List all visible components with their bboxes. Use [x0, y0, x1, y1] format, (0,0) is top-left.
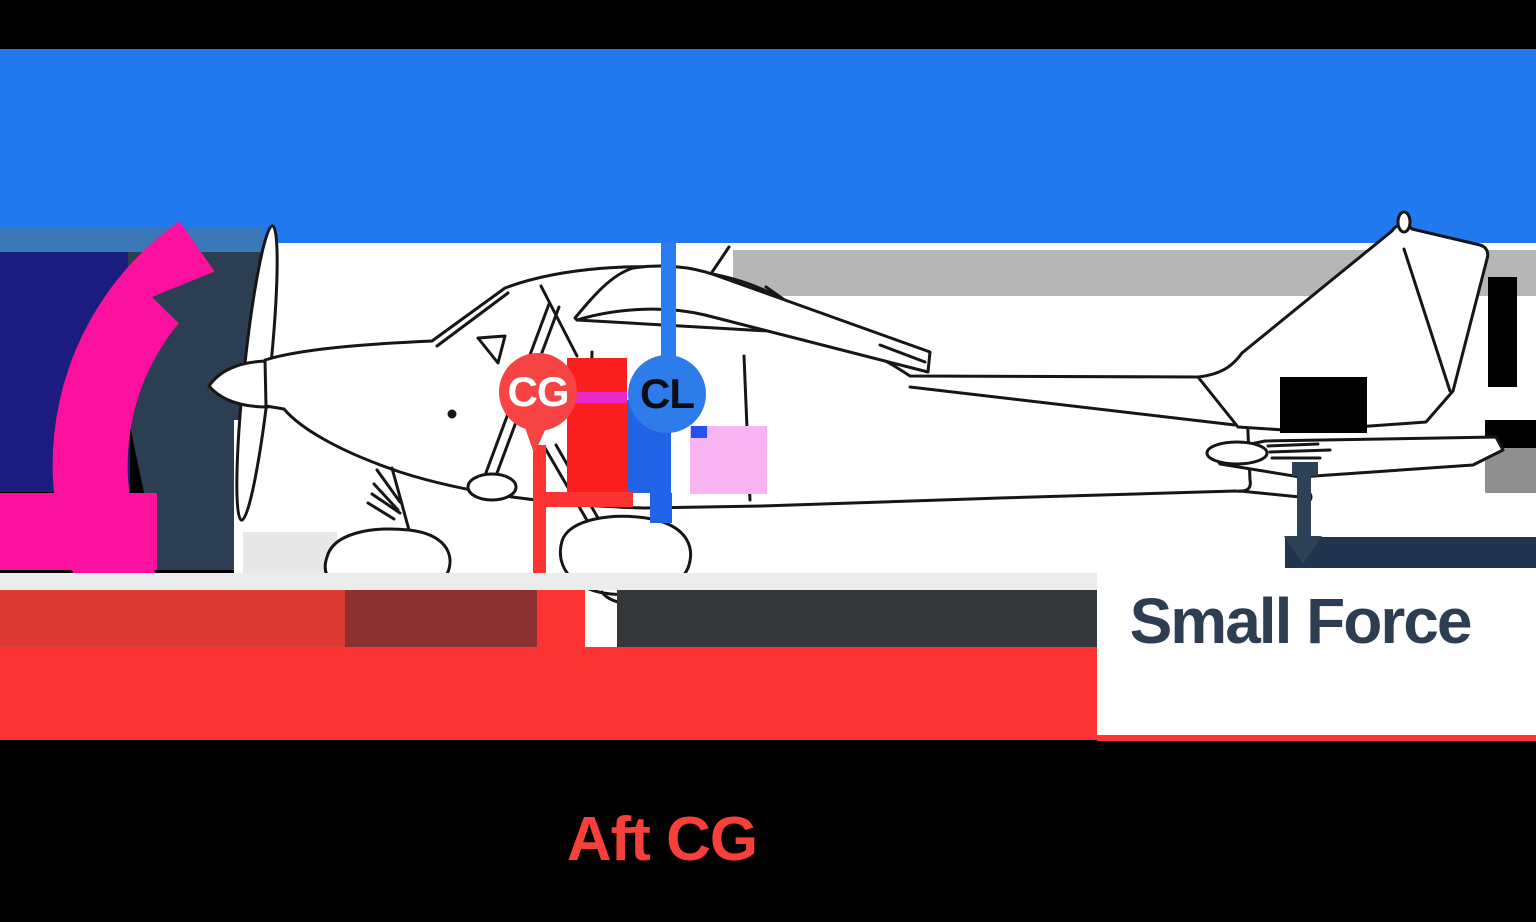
pitch-arrow-head-icon — [152, 266, 228, 350]
lift-band-left-strip — [0, 227, 263, 252]
strut-fairing — [466, 472, 518, 502]
beacon — [1396, 210, 1412, 234]
cg-shift-block — [567, 358, 627, 493]
horizontal-stabilizer — [1211, 435, 1505, 479]
backdrop-gap-3 — [1280, 377, 1367, 433]
door-pillar — [539, 284, 579, 358]
lift-line — [661, 243, 676, 365]
slate-block — [157, 493, 234, 570]
cl-lower-block-narrow — [650, 493, 672, 523]
tailcone-crease — [908, 385, 1237, 427]
windshield — [435, 291, 510, 348]
weight-line — [533, 445, 546, 595]
small-force-caption: Small Force — [1129, 585, 1473, 657]
cowl-fastener — [447, 409, 457, 419]
aileron-line — [878, 343, 927, 364]
pink-block — [0, 493, 157, 570]
tail-force-band — [1285, 537, 1536, 568]
cl-marker-label: CL — [640, 370, 695, 417]
red-underline — [1097, 735, 1536, 741]
nose-gear-leg — [372, 466, 411, 532]
ground-strip — [0, 573, 1097, 590]
fuselage — [263, 265, 1252, 510]
weight-band-charcoal — [617, 590, 1097, 647]
lift-band — [0, 49, 1536, 243]
backdrop-gap-1 — [1488, 277, 1517, 387]
weight-line-branch — [538, 492, 633, 507]
small-force-panel — [1097, 573, 1536, 735]
cg-marker: CG — [499, 353, 577, 431]
stab-root-fairing — [1205, 440, 1269, 466]
exhaust — [366, 492, 402, 521]
rudder-line — [1402, 247, 1452, 393]
weight-band-maroon — [345, 590, 537, 647]
cl-marker: CL — [628, 355, 706, 433]
elevator-lines — [1266, 442, 1332, 460]
vent-window — [476, 334, 507, 365]
weight-column — [537, 590, 585, 740]
tail-force-arrow-stem — [1297, 462, 1311, 546]
light-gray-block — [243, 532, 337, 573]
blue-chip — [691, 426, 707, 438]
magenta-stripe — [573, 392, 627, 403]
aft-cg-caption: Aft CG — [566, 805, 758, 874]
weight-band-muted — [0, 590, 345, 647]
tail-tiedown — [1238, 489, 1302, 499]
cg-marker-label: CG — [507, 368, 570, 415]
